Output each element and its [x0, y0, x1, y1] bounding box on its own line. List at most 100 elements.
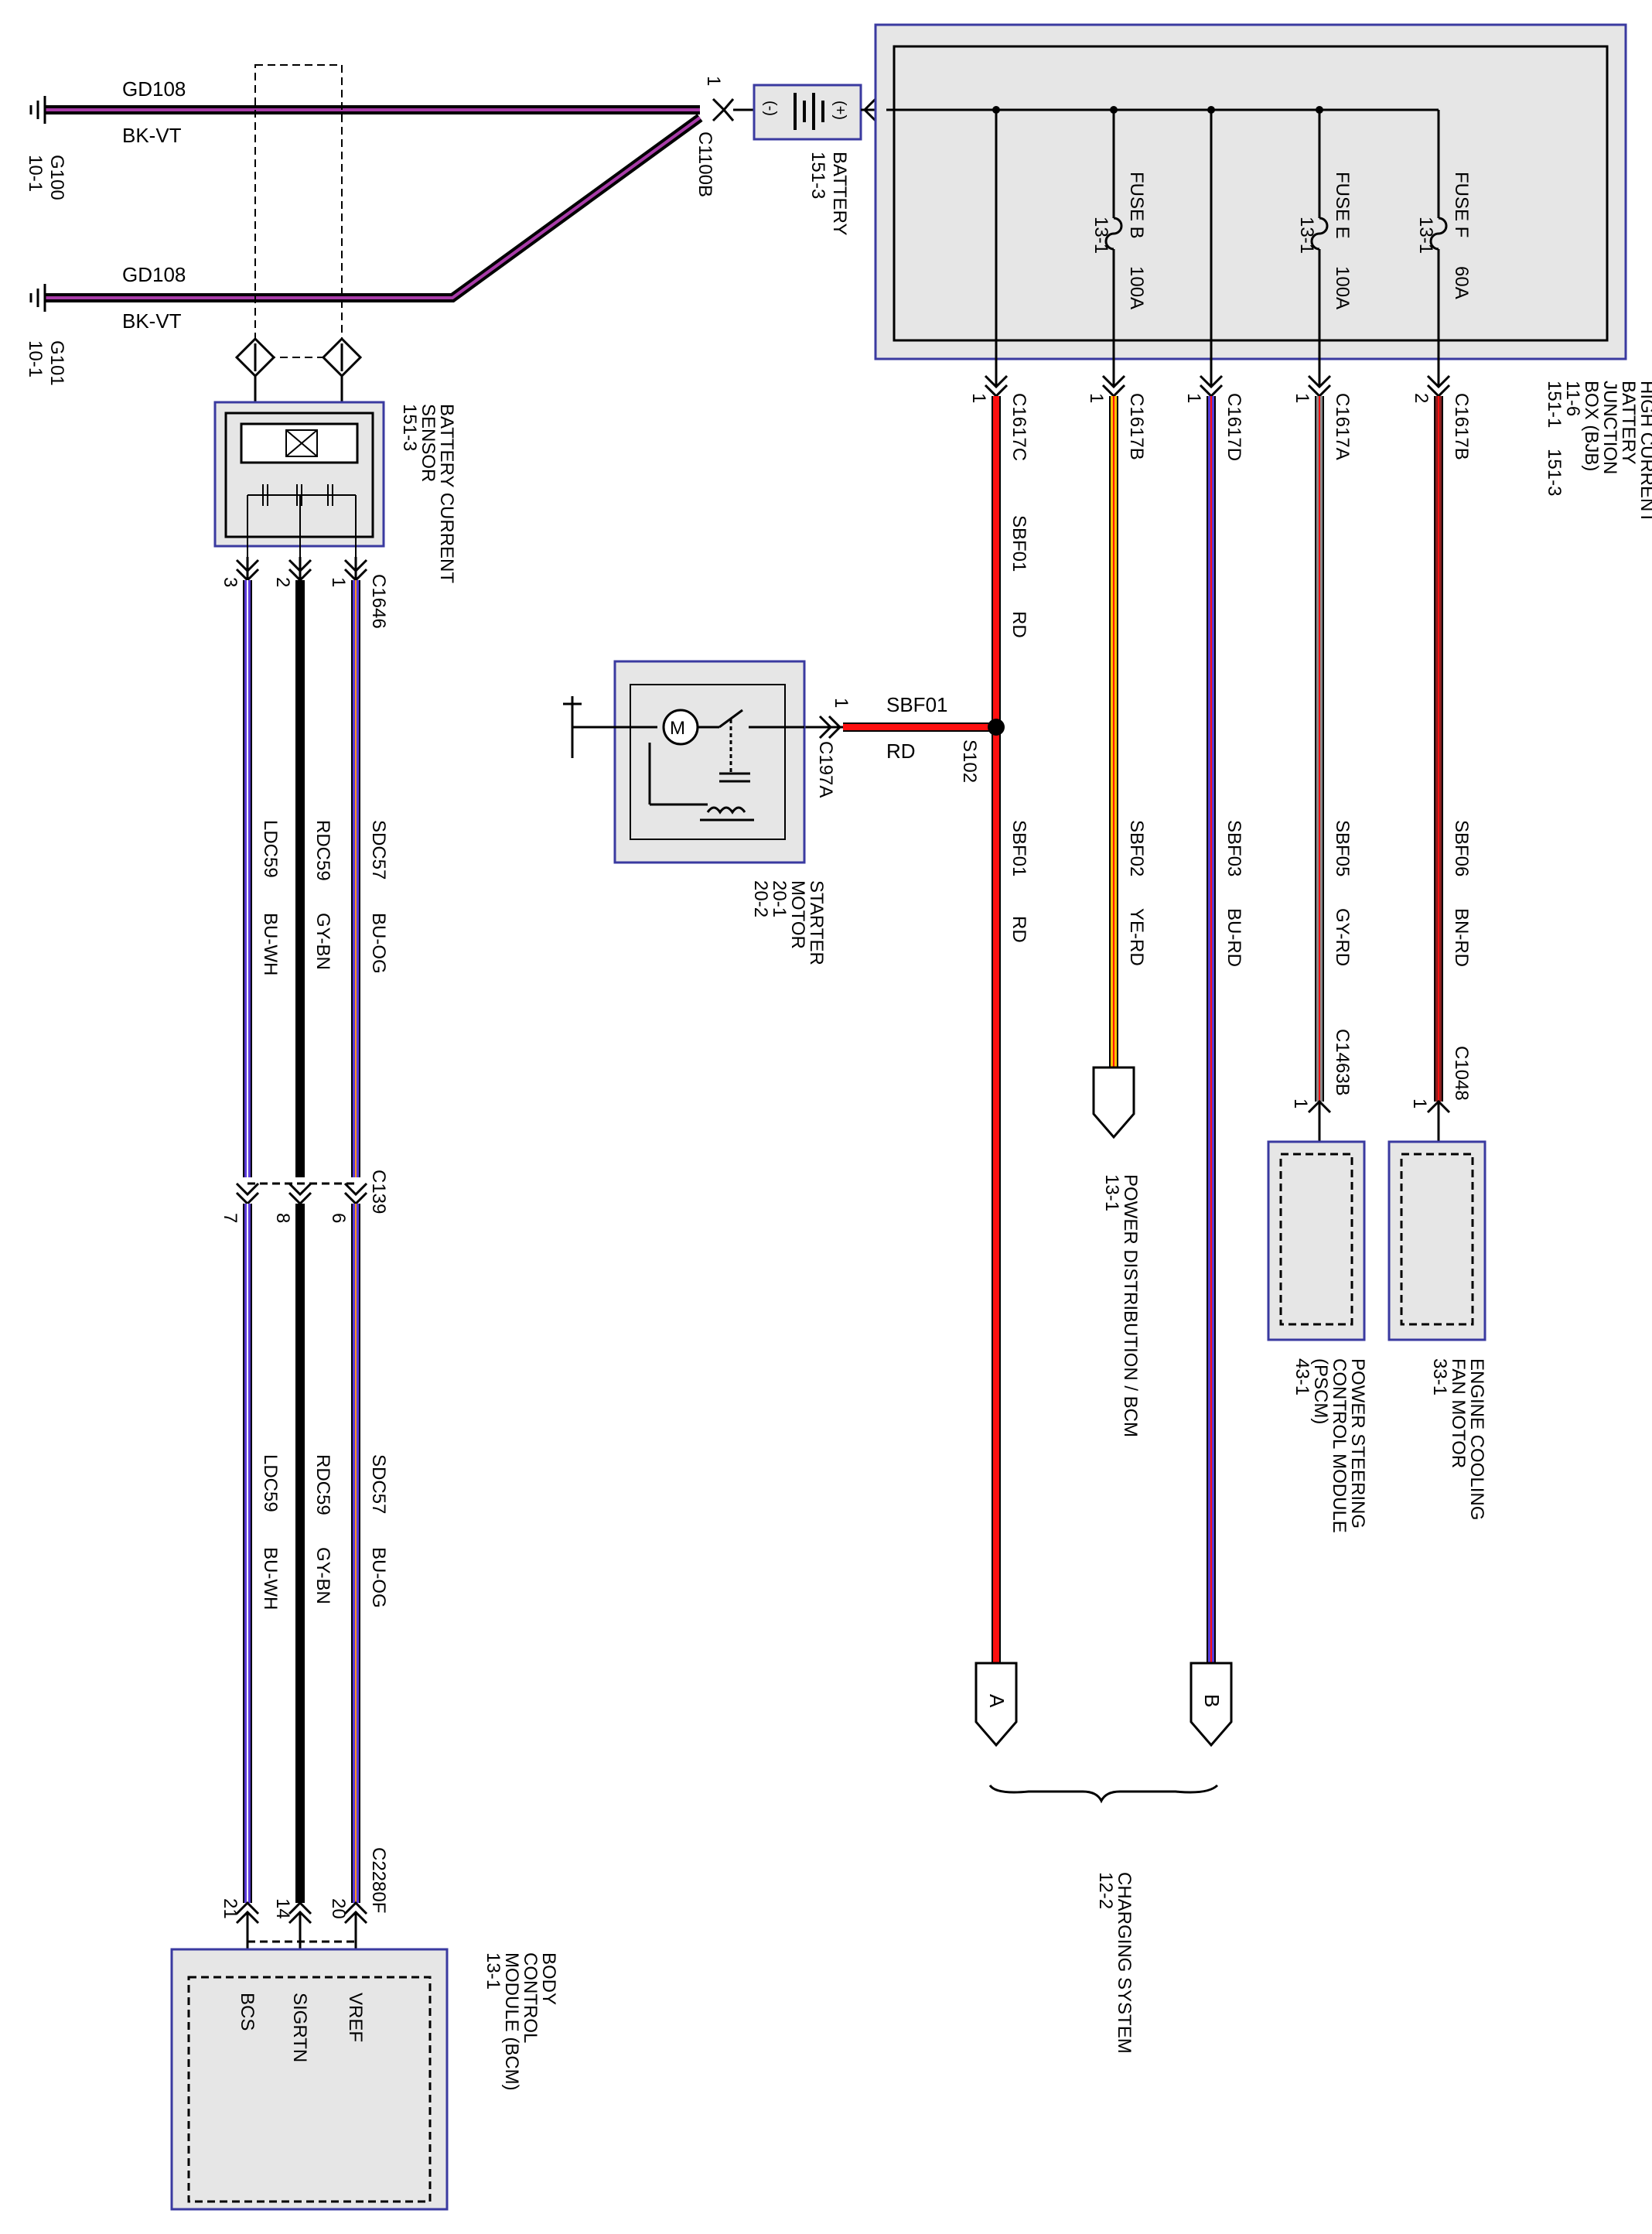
bjb-title: HIGH CURRENT BATTERY JUNCTION BOX (BJB) …	[1544, 381, 1652, 523]
bcm-title-line-3: MODULE (BCM)	[501, 1952, 522, 2091]
bjb-box	[874, 23, 1627, 360]
sbf01-upper-color: RD	[1009, 611, 1029, 638]
fan-motor-box	[1387, 1140, 1486, 1341]
sbf06-color: BN-RD	[1451, 908, 1472, 967]
sbf05-color: GY-RD	[1332, 908, 1353, 966]
battery-page-label: 151-3	[807, 152, 828, 199]
out-c1617c-conn: C1617C	[1009, 393, 1029, 461]
sbf02-circuit: SBF02	[1126, 820, 1147, 876]
bcm-title-line-2: CONTROL	[520, 1952, 541, 2043]
bcm-pin-vref: VREF	[345, 1993, 366, 2042]
svg-text:M: M	[670, 718, 685, 739]
ground1-id-label: G100	[46, 155, 67, 200]
sensor-dashed-region	[254, 64, 343, 358]
ldc59-lower-color: BU-WH	[260, 1547, 281, 1610]
c197a-connector	[804, 715, 843, 740]
pscm-title-line-4: 43-1	[1292, 1358, 1312, 1395]
starter-motor-box	[613, 660, 806, 864]
fuse-b-page: 13-1	[1091, 217, 1111, 254]
c1048-pin: 1	[1409, 1098, 1430, 1108]
out-c1617a-pin: 1	[1292, 393, 1312, 403]
offpage-b-label: B	[1200, 1694, 1224, 1707]
sensor-diamonds	[234, 336, 363, 402]
battery-pos-label: (+)	[831, 101, 848, 120]
bcm-title-line-4: 13-1	[483, 1952, 503, 1990]
charging-line-1: CHARGING SYSTEM	[1114, 1872, 1135, 2054]
c2280f-pin-20: 20	[328, 1898, 349, 1919]
out-c1617a-conn: C1617A	[1332, 393, 1353, 460]
starter-wire-circuit: SBF01	[886, 693, 948, 716]
c1463b-pin: 1	[1290, 1098, 1311, 1108]
ground-symbol-g100	[29, 96, 46, 124]
ground1-color-label: BK-VT	[122, 124, 182, 147]
ldc59-upper-color: BU-WH	[260, 913, 281, 975]
charging-line-2: 12-2	[1095, 1872, 1116, 1909]
rdc59-upper-circuit: RDC59	[312, 820, 333, 881]
offpage-a-label: A	[985, 1694, 1009, 1708]
ground1-page-label: 10-1	[25, 155, 46, 192]
starter-title-line-3: 20-1	[769, 880, 790, 917]
bjb-title-line-1: HIGH CURRENT	[1637, 381, 1652, 523]
fuse-f-rating: 60A	[1451, 266, 1472, 299]
c1048-label: C1048	[1451, 1046, 1472, 1101]
bjb-title-line-6: 151-1 151-3	[1544, 381, 1565, 496]
bjb-bus	[886, 108, 1448, 387]
c1463b-connector	[1307, 1099, 1332, 1142]
sbf03-color: BU-RD	[1224, 908, 1244, 967]
c139-connector	[235, 1182, 368, 1206]
ldc59-lower-circuit: LDC59	[260, 1454, 281, 1512]
sensor-title-line-2: SENSOR	[418, 404, 439, 482]
sensor-title-line-3: 151-3	[399, 404, 420, 451]
bjb-junction-dots	[992, 106, 1323, 114]
out-c1617d-conn: C1617D	[1224, 393, 1244, 461]
bjb-title-line-5: 11-6	[1562, 381, 1583, 416]
offpage-a: A	[974, 1662, 1018, 1747]
starter-title-line-4: 20-2	[750, 880, 771, 917]
rdc59-upper-color: GY-BN	[312, 913, 333, 970]
power-dist-offpage-arrow	[1092, 1066, 1135, 1139]
bcm-title: BODY CONTROL MODULE (BCM) 13-1	[483, 1952, 559, 2091]
sdc57-upper-color: BU-OG	[368, 913, 389, 974]
sdc57-lower-color: BU-OG	[368, 1547, 389, 1608]
ground-g100-id: G100 10-1	[25, 155, 67, 200]
charging-label: CHARGING SYSTEM 12-2	[1095, 1872, 1135, 2054]
battery-name-label: BATTERY	[829, 152, 850, 235]
ground2-color-label: BK-VT	[122, 309, 182, 333]
sbf01-upper-circuit: SBF01	[1009, 515, 1029, 572]
bjb-title-line-4: BOX (BJB)	[1581, 381, 1602, 471]
bcm-pin-sigrtn: SIGRTN	[289, 1993, 310, 2062]
bjb-title-line-2: BATTERY	[1618, 381, 1639, 464]
fuse-e-name: FUSE E	[1332, 172, 1353, 239]
out-c1617b-pin: 1	[1086, 393, 1107, 403]
c197a-pin: 1	[831, 698, 852, 708]
fuse-f-name: FUSE F	[1451, 172, 1472, 237]
bcm-pin-bcs: BCS	[237, 1993, 258, 2031]
c1646-label: C1646	[368, 574, 389, 629]
offpage-b: B	[1190, 1662, 1233, 1747]
c139-pin-8: 8	[272, 1213, 293, 1223]
fuse-e-rating: 100A	[1332, 266, 1353, 309]
pscm-title-line-1: POWER STEERING	[1347, 1358, 1368, 1529]
bcm-box	[170, 1948, 449, 2211]
fuse-b-rating: 100A	[1126, 266, 1147, 309]
c1100b-label: C1100B	[695, 132, 715, 197]
fuse-e-page: 13-1	[1296, 217, 1317, 254]
c1646-pin-2: 2	[272, 577, 293, 587]
ground2-circuit-label: GD108	[122, 263, 186, 286]
fuse-f-page: 13-1	[1415, 217, 1436, 254]
c139-label: C139	[368, 1170, 389, 1214]
bcm-title-line-1: BODY	[538, 1952, 559, 2005]
starter-title-line-2: MOTOR	[787, 880, 808, 949]
power-dist-line-1: POWER DISTRIBUTION / BCM	[1120, 1174, 1141, 1437]
c2280f-pin-14: 14	[272, 1898, 293, 1919]
sensor-title-line-1: BATTERY CURRENT	[436, 404, 457, 583]
c139-pin-7: 7	[220, 1213, 241, 1223]
out-c1617b-conn: C1617B	[1126, 393, 1147, 460]
charging-brace	[988, 1784, 1219, 1804]
ground-g101-id: G101 10-1	[25, 340, 67, 386]
pscm-box	[1267, 1140, 1366, 1341]
c1463b-label: C1463B	[1332, 1029, 1353, 1096]
fan-title-line-2: FAN MOTOR	[1448, 1358, 1469, 1468]
fan-title-line-3: 33-1	[1429, 1358, 1450, 1395]
